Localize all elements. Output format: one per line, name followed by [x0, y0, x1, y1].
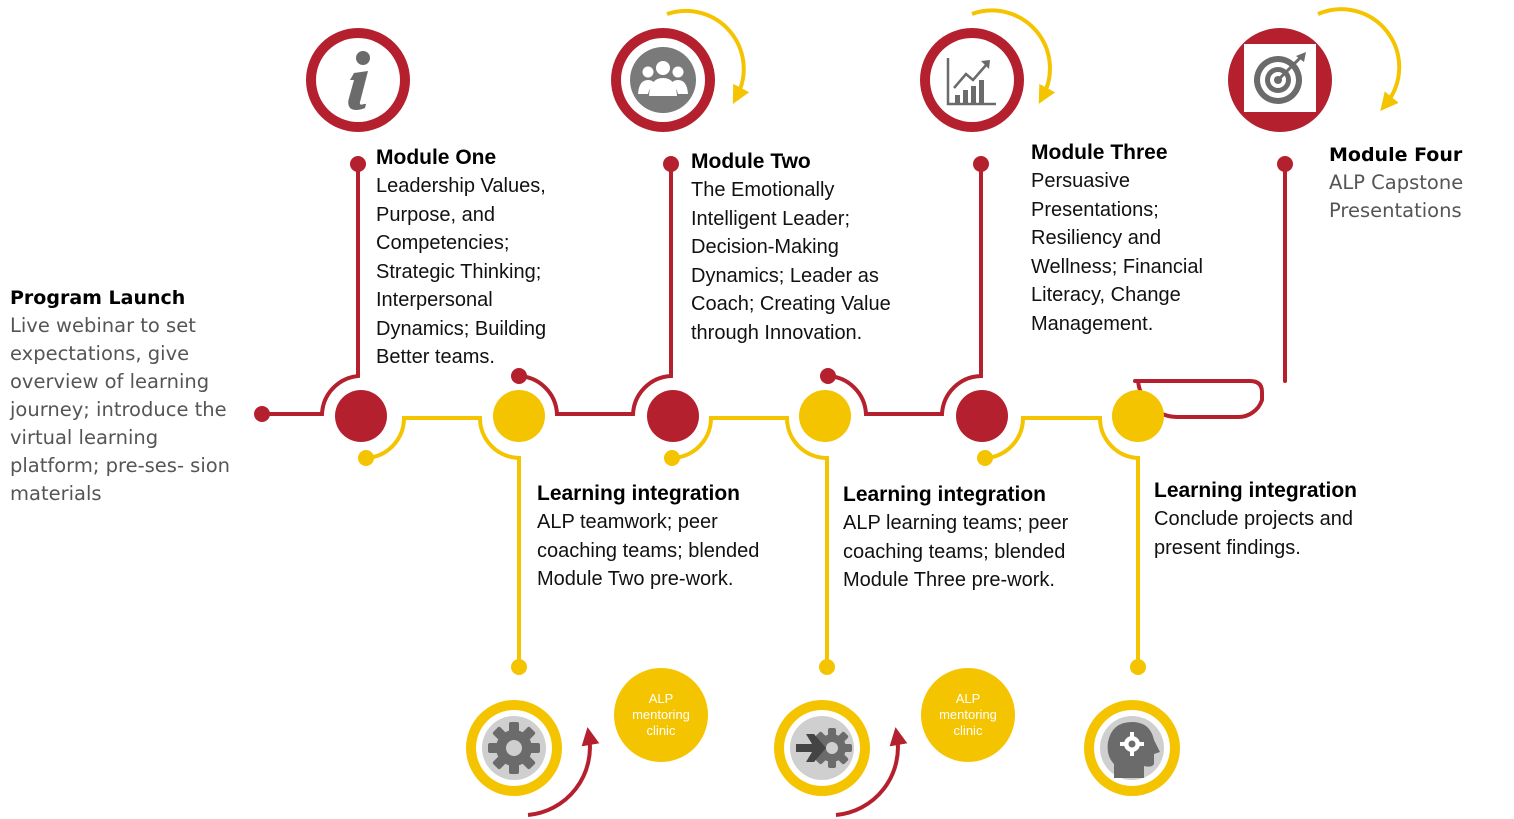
- program-launch: Program Launch Live webinar to set expec…: [10, 284, 235, 508]
- module-title: Module Four: [1329, 144, 1463, 166]
- module-node: [956, 390, 1008, 442]
- cycle-arrow-icon: [835, 727, 908, 817]
- integration-node: [493, 390, 545, 442]
- yellow-timeline-path: [364, 416, 1140, 669]
- integration-body: ALP learning teams; peer coaching teams;…: [843, 512, 1069, 591]
- module-one-text: Module One Leadership Values, Purpose, a…: [376, 144, 591, 372]
- module-title: Module Two: [691, 150, 811, 173]
- red-timeline-path: [260, 162, 1287, 420]
- gear-icon: [466, 700, 562, 796]
- program-launch-title: Program Launch: [10, 287, 186, 309]
- integration-two-text: Learning integration ALP learning teams;…: [843, 481, 1093, 595]
- module-body: ALP Capstone Presentations: [1329, 171, 1464, 222]
- cycle-arrow-icon: [527, 727, 600, 817]
- clinic-label: ALP mentoring clinic: [939, 691, 997, 738]
- integration-body: Conclude projects and present findings.: [1154, 508, 1354, 559]
- growth-chart-icon: [920, 28, 1024, 132]
- arrow-gear-icon: [774, 700, 870, 796]
- mentoring-clinic-badge: ALP mentoring clinic: [921, 668, 1015, 762]
- module-four-text: Module Four ALP Capstone Presentations: [1329, 141, 1509, 225]
- integration-body: ALP teamwork; peer coaching teams; blend…: [537, 511, 760, 590]
- module-body: Leadership Values, Purpose, and Competen…: [376, 175, 547, 368]
- module-two-text: Module Two The Emotionally Intelligent L…: [691, 148, 906, 347]
- module-title: Module One: [376, 146, 497, 169]
- integration-three-text: Learning integration Conclude projects a…: [1154, 477, 1404, 562]
- milestone-nodes: [335, 390, 1164, 442]
- red-dots: [254, 156, 1293, 422]
- program-launch-body: Live webinar to set expectations, give o…: [10, 314, 231, 505]
- cycle-arrow-icon: [666, 8, 750, 104]
- integration-node: [799, 390, 851, 442]
- people-icon: [611, 28, 715, 132]
- info-icon: [306, 28, 410, 132]
- cycle-arrow-icon: [1317, 7, 1402, 111]
- integration-node: [1112, 390, 1164, 442]
- integration-title: Learning integration: [1154, 479, 1358, 502]
- module-body: The Emotionally Intelligent Leader; Deci…: [691, 179, 891, 344]
- module-node: [647, 390, 699, 442]
- integration-one-text: Learning integration ALP teamwork; peer …: [537, 480, 777, 594]
- clinic-label: ALP mentoring clinic: [632, 691, 690, 738]
- yellow-dots: [358, 450, 1146, 675]
- integration-title: Learning integration: [537, 482, 741, 505]
- mentoring-clinic-badge: ALP mentoring clinic: [614, 668, 708, 762]
- module-node: [335, 390, 387, 442]
- module-three-text: Module Three Persuasive Presentations; R…: [1031, 139, 1236, 338]
- integration-title: Learning integration: [843, 483, 1047, 506]
- cycle-arrow-icon: [971, 8, 1056, 104]
- head-gear-icon: [1084, 700, 1180, 796]
- target-icon: [1228, 28, 1332, 132]
- module-body: Persuasive Presentations; Resiliency and…: [1031, 170, 1203, 335]
- module-title: Module Three: [1031, 141, 1168, 164]
